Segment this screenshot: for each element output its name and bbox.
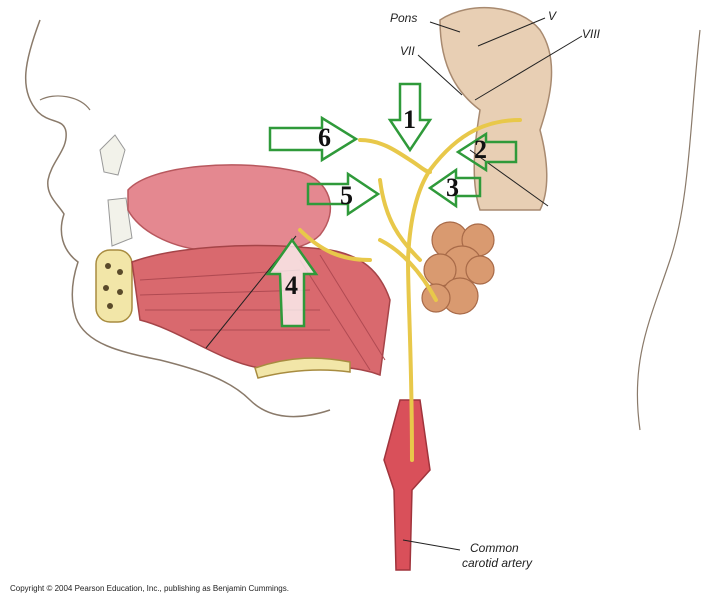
arrow-2-left-icon bbox=[455, 131, 518, 173]
arrow-1-down-icon bbox=[387, 82, 433, 153]
neck-outline bbox=[636, 29, 701, 431]
face-outline bbox=[24, 19, 331, 418]
nerve-branches bbox=[298, 118, 522, 462]
copyright-text: Copyright © 2004 Pearson Education, Inc.… bbox=[10, 584, 289, 593]
pons-label: Pons bbox=[390, 11, 417, 25]
lower-teeth bbox=[107, 197, 133, 247]
marker-6: 6 bbox=[318, 123, 331, 152]
arrow-6-right-icon bbox=[268, 115, 359, 163]
marker-2: 2 bbox=[474, 135, 487, 164]
arrow-4-up-icon bbox=[265, 237, 319, 328]
mandible-section bbox=[95, 249, 133, 323]
marker-4: 4 bbox=[285, 271, 298, 300]
marker-3: 3 bbox=[446, 173, 459, 202]
common-carotid-artery bbox=[383, 399, 431, 571]
artery-label-line2: carotid artery bbox=[462, 556, 533, 570]
tongue bbox=[127, 164, 331, 254]
nerve-vii-label: VII bbox=[400, 44, 415, 58]
parotid-gland bbox=[421, 221, 495, 315]
artery-label-line1: Common bbox=[470, 541, 519, 555]
arrow-5-right-icon bbox=[306, 171, 381, 217]
nerve-v-label: V bbox=[548, 9, 557, 23]
hyoid-bone bbox=[254, 357, 351, 379]
upper-teeth bbox=[99, 134, 126, 176]
marker-1: 1 bbox=[403, 105, 416, 134]
mandible-pores bbox=[103, 263, 123, 309]
arrow-3-left-icon bbox=[427, 167, 482, 209]
nerve-viii-label: VIII bbox=[582, 27, 601, 41]
nostril-outline bbox=[39, 95, 91, 111]
marker-5: 5 bbox=[340, 181, 353, 210]
